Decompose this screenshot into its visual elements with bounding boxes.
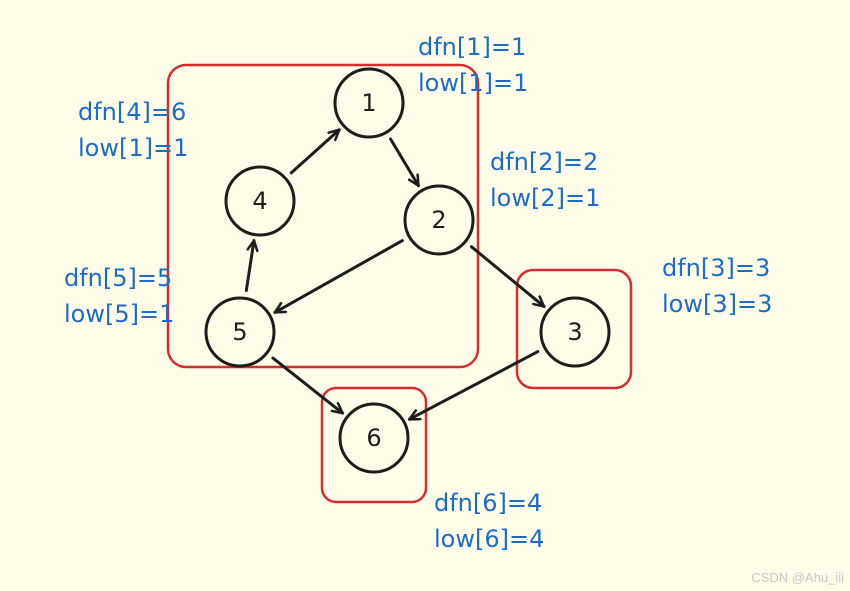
node-3: 3 <box>539 296 611 368</box>
node-5-label: 5 <box>232 318 247 346</box>
node-3-label: 3 <box>567 318 582 346</box>
annotation-dfn-3: dfn[3]=3 <box>662 254 770 282</box>
node-4-label: 4 <box>252 187 267 215</box>
annotation-low-4: low[1]=1 <box>78 134 188 162</box>
node-1-label: 1 <box>361 89 376 117</box>
edge-2-to-5 <box>273 239 404 314</box>
edge-1-to-2 <box>389 137 420 188</box>
node-4: 4 <box>224 165 296 237</box>
annotation-low-1: low[1]=1 <box>418 69 528 97</box>
annotation-dfn-1: dfn[1]=1 <box>418 33 526 61</box>
edge-5-to-6 <box>271 356 345 415</box>
node-1: 1 <box>333 67 405 139</box>
annotation-low-2: low[2]=1 <box>490 184 600 212</box>
scc-box-6 <box>320 386 428 504</box>
watermark: CSDN @Ahu_iii <box>751 570 844 585</box>
edge-4-to-1 <box>289 128 341 175</box>
node-6: 6 <box>338 402 410 474</box>
scc-box-1245 <box>166 63 480 369</box>
node-2-label: 2 <box>431 206 446 234</box>
annotation-dfn-5: dfn[5]=5 <box>64 264 172 292</box>
annotation-dfn-2: dfn[2]=2 <box>490 148 598 176</box>
node-6-label: 6 <box>366 424 381 452</box>
annotation-low-6: low[6]=4 <box>434 525 544 553</box>
scc-box-3 <box>515 268 633 390</box>
annotation-dfn-4: dfn[4]=6 <box>78 98 186 126</box>
edge-5-to-4 <box>244 239 254 292</box>
node-2: 2 <box>403 184 475 256</box>
annotation-dfn-6: dfn[6]=4 <box>434 489 542 517</box>
annotation-low-5: low[5]=1 <box>64 300 174 328</box>
edge-2-to-3 <box>469 245 546 309</box>
node-5: 5 <box>204 296 276 368</box>
annotation-low-3: low[3]=3 <box>662 290 772 318</box>
edges-group <box>244 128 546 421</box>
edge-3-to-6 <box>407 350 540 421</box>
